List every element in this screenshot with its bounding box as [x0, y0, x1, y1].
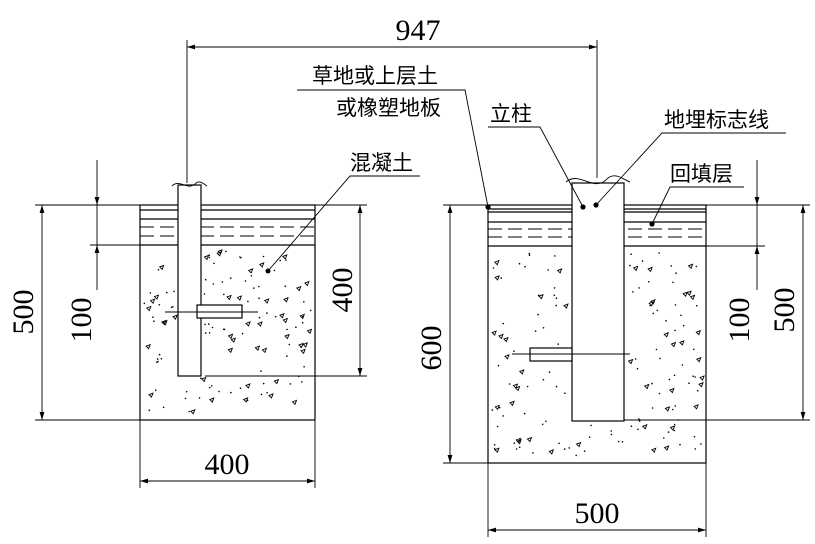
left-total-depth-label: 500 [7, 290, 40, 335]
left-foundation: 混凝土 [139, 151, 420, 421]
left-post [177, 184, 202, 377]
right-fill-depth-label: 500 [768, 288, 801, 333]
overall-width-dimension: 947 [186, 14, 598, 183]
right-total-depth-label: 600 [415, 326, 448, 371]
right-anchor-bar [529, 347, 573, 362]
backfill-label: 回填层 [670, 162, 733, 186]
left-dimensions: 500 100 400 400 [7, 160, 367, 488]
left-anchor-bar [196, 304, 243, 319]
post-label: 立柱 [490, 102, 532, 126]
right-width-label: 500 [575, 497, 620, 530]
concrete-label: 混凝土 [350, 151, 413, 175]
overall-width-label: 947 [396, 14, 441, 47]
buried-marker-label: 地埋标志线 [664, 108, 769, 132]
grass-label-line1: 草地或上层土 [312, 64, 438, 88]
right-concrete-hatch [491, 252, 705, 457]
left-foundation-outline [139, 204, 316, 421]
grass-label-line2: 或橡塑地板 [336, 96, 441, 120]
left-concrete-hatch [143, 249, 313, 415]
callouts: 草地或上层土 或橡塑地板 立柱 地埋标志线 回填层 [297, 64, 786, 225]
right-foundation [485, 175, 707, 464]
right-top-layer-label: 100 [723, 298, 756, 343]
right-post [571, 182, 625, 422]
left-top-layer-label: 100 [65, 298, 98, 343]
left-width-label: 400 [205, 448, 250, 481]
right-dimensions: 600 100 500 500 [415, 160, 810, 537]
left-embed-depth-label: 400 [326, 268, 359, 313]
